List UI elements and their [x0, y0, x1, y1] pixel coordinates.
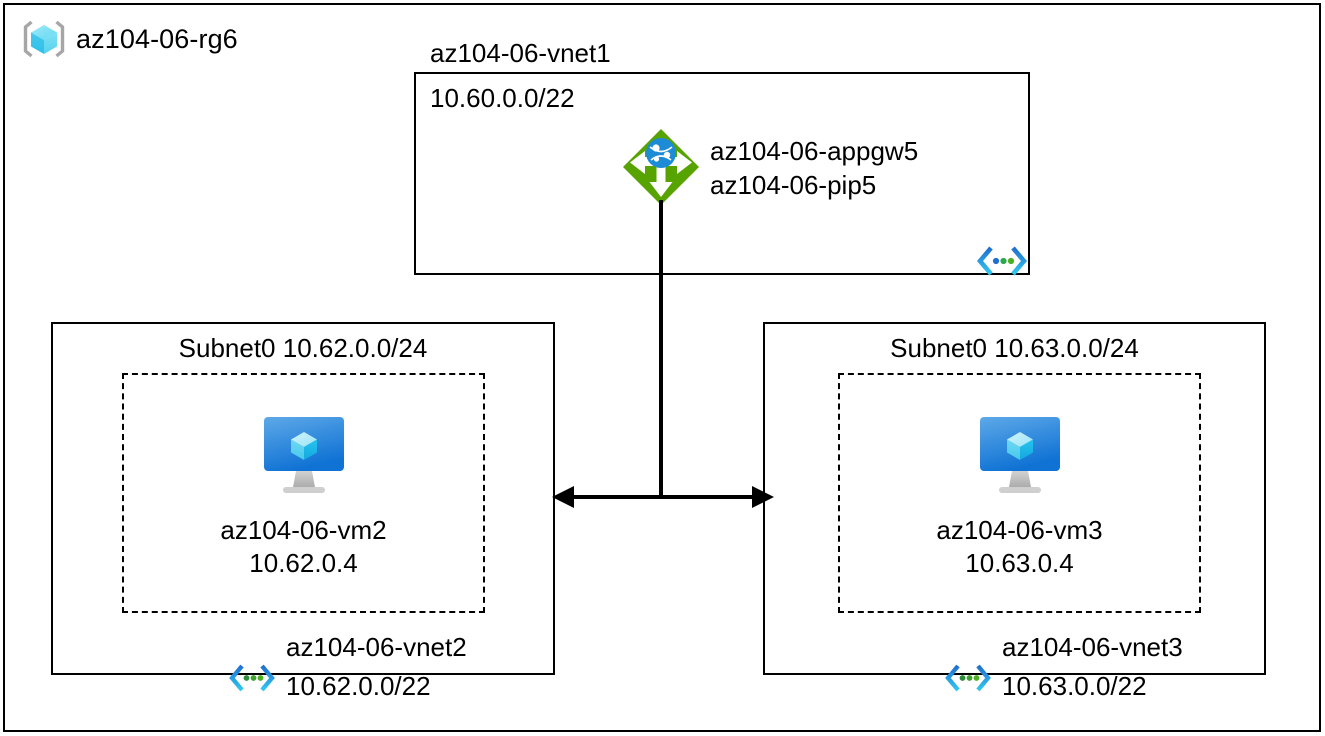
- vnet2-subnet-dashed-border: [122, 373, 485, 613]
- vnet3-cidr: 10.63.0.0/22: [1002, 671, 1147, 701]
- vnet3-badge: az104-06-vnet3 10.63.0.0/22: [944, 634, 1183, 704]
- vnet3-vm-name: az104-06-vm3: [936, 515, 1103, 545]
- vnet2-vm-ip: 10.62.0.4: [249, 548, 358, 579]
- vnet2-subnet-title: Subnet0 10.62.0.0/24: [178, 333, 428, 363]
- virtual-machine-icon: [122, 415, 485, 502]
- resource-group-cube-icon: [22, 18, 66, 60]
- application-gateway-labels: az104-06-appgw5 az104-06-pip5: [710, 135, 918, 203]
- resource-group-name: az104-06-rg6: [76, 23, 238, 54]
- resource-group-header: az104-06-rg6: [22, 18, 238, 60]
- vnet1-name: az104-06-vnet1: [430, 38, 611, 68]
- appgw-public-ip: az104-06-pip5: [710, 169, 877, 200]
- vnet3-vm-ip: 10.63.0.4: [965, 548, 1074, 579]
- vnet1-box: [414, 72, 1030, 275]
- resource-group-frame: [3, 3, 1321, 732]
- vnet3-subnet-dashed-border: [838, 373, 1201, 613]
- vnet2-virtual-network-icon: [228, 663, 276, 693]
- application-gateway-icon: [620, 127, 702, 207]
- vnet2-badge: az104-06-vnet2 10.62.0.0/22: [228, 634, 467, 704]
- vnet1-cidr: 10.60.0.0/22: [430, 83, 575, 113]
- vnet2-vm-group: az104-06-vm2 10.62.0.4: [122, 415, 485, 581]
- vnet3-name: az104-06-vnet3: [1002, 632, 1183, 662]
- vnet3-badge-text: az104-06-vnet3 10.63.0.0/22: [1002, 634, 1183, 703]
- vnet3-vm-group: az104-06-vm3 10.63.0.4: [838, 415, 1201, 581]
- vnet2-cidr: 10.62.0.0/22: [286, 671, 431, 701]
- vnet1-virtual-network-icon: [976, 245, 1028, 277]
- vnet3-subnet-title: Subnet0 10.63.0.0/24: [890, 333, 1139, 363]
- virtual-machine-icon: [838, 415, 1201, 502]
- application-gateway-group: az104-06-appgw5 az104-06-pip5: [620, 127, 918, 207]
- vnet2-name: az104-06-vnet2: [286, 632, 467, 662]
- vnet2-vm-name: az104-06-vm2: [220, 515, 387, 545]
- appgw-name: az104-06-appgw5: [710, 136, 919, 166]
- vnet3-virtual-network-icon: [944, 663, 992, 693]
- vnet2-badge-text: az104-06-vnet2 10.62.0.0/22: [286, 634, 467, 703]
